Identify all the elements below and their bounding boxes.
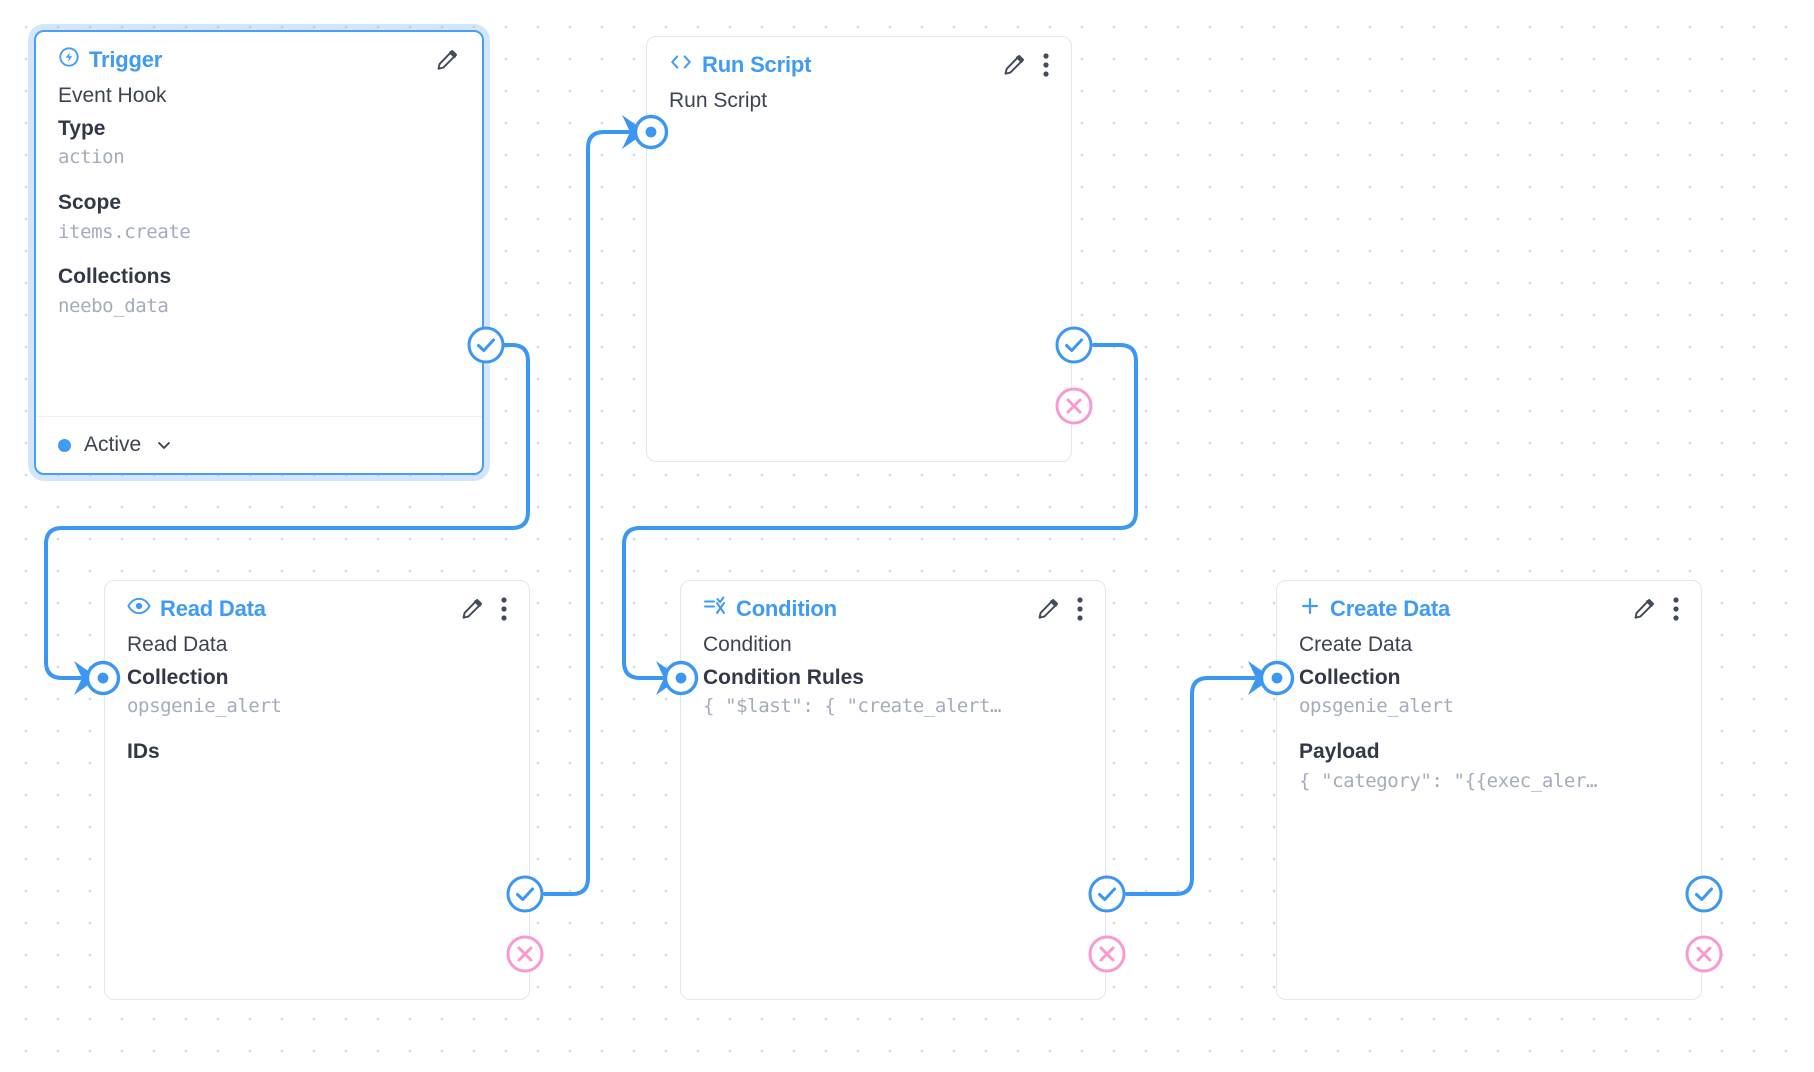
read-data-reject-handle[interactable] xyxy=(505,934,545,974)
more-options-icon[interactable] xyxy=(1043,52,1049,78)
eye-icon xyxy=(127,596,151,622)
run-script-reject-handle[interactable] xyxy=(1054,386,1094,426)
edit-icon[interactable] xyxy=(1631,596,1657,622)
read-data-header: Read Data xyxy=(105,581,529,621)
read-data-body: Read Data Collection opsgenie_alert IDs xyxy=(105,615,529,767)
edit-icon[interactable] xyxy=(459,596,485,622)
condition-field-label-rules: Condition Rules xyxy=(703,665,864,689)
trigger-field-value-scope: items.create xyxy=(58,220,191,243)
plus-icon xyxy=(1299,595,1321,623)
edit-icon[interactable] xyxy=(434,47,460,73)
read-data-title: Read Data xyxy=(160,596,266,621)
run-script-title-group: Run Script xyxy=(669,52,811,78)
condition-header-actions xyxy=(1035,596,1083,622)
read-data-target-handle[interactable] xyxy=(83,658,123,698)
create-data-target-handle[interactable] xyxy=(1257,658,1297,698)
node-create-data[interactable]: Create Data Create Data Collection xyxy=(1276,580,1702,1000)
run-script-target-handle[interactable] xyxy=(631,112,671,152)
create-data-title-group: Create Data xyxy=(1299,595,1450,623)
run-script-header: Run Script xyxy=(647,37,1071,77)
condition-header: Condition xyxy=(681,581,1105,621)
condition-title: Condition xyxy=(736,596,837,621)
read-data-field-label-ids: IDs xyxy=(127,739,160,763)
condition-row-name: Condition xyxy=(703,633,792,656)
create-data-header: Create Data xyxy=(1277,581,1701,621)
bolt-circle-icon xyxy=(58,46,80,74)
condition-success-handle[interactable] xyxy=(1087,874,1127,914)
condition-target-handle[interactable] xyxy=(661,658,701,698)
condition-body: Condition Condition Rules { "$last": { "… xyxy=(681,615,1105,721)
status-dot-active xyxy=(58,438,71,452)
more-options-icon[interactable] xyxy=(1673,596,1679,622)
code-brackets-icon xyxy=(669,52,693,78)
node-trigger[interactable]: Trigger Event Hook Type action Scope ite… xyxy=(34,30,484,475)
more-options-icon[interactable] xyxy=(501,596,507,622)
trigger-status-label: Active xyxy=(84,433,142,456)
run-script-row-name: Run Script xyxy=(669,89,768,112)
trigger-field-value-type: action xyxy=(58,146,125,169)
read-data-field-value-collection: opsgenie_alert xyxy=(127,695,282,718)
read-data-header-actions xyxy=(459,596,507,622)
run-script-title: Run Script xyxy=(702,52,812,77)
trigger-field-label-type: Type xyxy=(58,116,106,140)
create-data-reject-handle[interactable] xyxy=(1684,934,1724,974)
trigger-title-group: Trigger xyxy=(58,46,162,74)
read-data-row-name: Read Data xyxy=(127,633,228,656)
trigger-success-handle[interactable] xyxy=(466,325,506,365)
trigger-title: Trigger xyxy=(89,47,163,72)
edit-icon[interactable] xyxy=(1001,52,1027,78)
create-data-body: Create Data Collection opsgenie_alert Pa… xyxy=(1277,615,1701,795)
trigger-body: Event Hook Type action Scope items.creat… xyxy=(36,66,482,320)
node-run-script[interactable]: Run Script Run Script xyxy=(646,36,1072,462)
create-data-title: Create Data xyxy=(1330,596,1451,621)
condition-title-group: Condition xyxy=(703,596,837,622)
node-condition[interactable]: Condition Condition Condition Rules xyxy=(680,580,1106,1000)
trigger-field-value-collections: neebo_data xyxy=(58,294,169,317)
create-data-success-handle[interactable] xyxy=(1684,874,1724,914)
trigger-header: Trigger xyxy=(36,32,482,72)
create-data-field-label-payload: Payload xyxy=(1299,739,1380,763)
run-script-header-actions xyxy=(1001,52,1049,78)
read-data-success-handle[interactable] xyxy=(505,874,545,914)
create-data-row-name: Create Data xyxy=(1299,633,1413,656)
condition-icon xyxy=(703,596,727,622)
create-data-field-value-payload: { "category": "{{exec_aler… xyxy=(1299,769,1598,792)
trigger-field-label-scope: Scope xyxy=(58,190,122,214)
edit-icon[interactable] xyxy=(1035,596,1061,622)
trigger-status-dropdown[interactable]: Active xyxy=(36,416,482,473)
node-read-data[interactable]: Read Data Read Data Collection o xyxy=(104,580,530,1000)
trigger-field-label-collections: Collections xyxy=(58,265,172,289)
condition-reject-handle[interactable] xyxy=(1087,934,1127,974)
run-script-body: Run Script xyxy=(647,71,1071,117)
edge-condition-to-create-data xyxy=(1125,676,1256,896)
chevron-down-icon[interactable] xyxy=(154,435,174,455)
edge-read-data-to-run-script xyxy=(543,130,630,896)
create-data-field-value-collection: opsgenie_alert xyxy=(1299,695,1454,718)
read-data-field-label-collection: Collection xyxy=(127,665,229,689)
create-data-header-actions xyxy=(1631,596,1679,622)
condition-field-value-rules: { "$last": { "create_alert… xyxy=(703,695,1002,718)
trigger-row-name: Event Hook xyxy=(58,84,167,107)
trigger-header-actions xyxy=(434,47,460,73)
create-data-field-label-collection: Collection xyxy=(1299,665,1401,689)
run-script-success-handle[interactable] xyxy=(1054,325,1094,365)
read-data-title-group: Read Data xyxy=(127,596,266,622)
more-options-icon[interactable] xyxy=(1077,596,1083,622)
